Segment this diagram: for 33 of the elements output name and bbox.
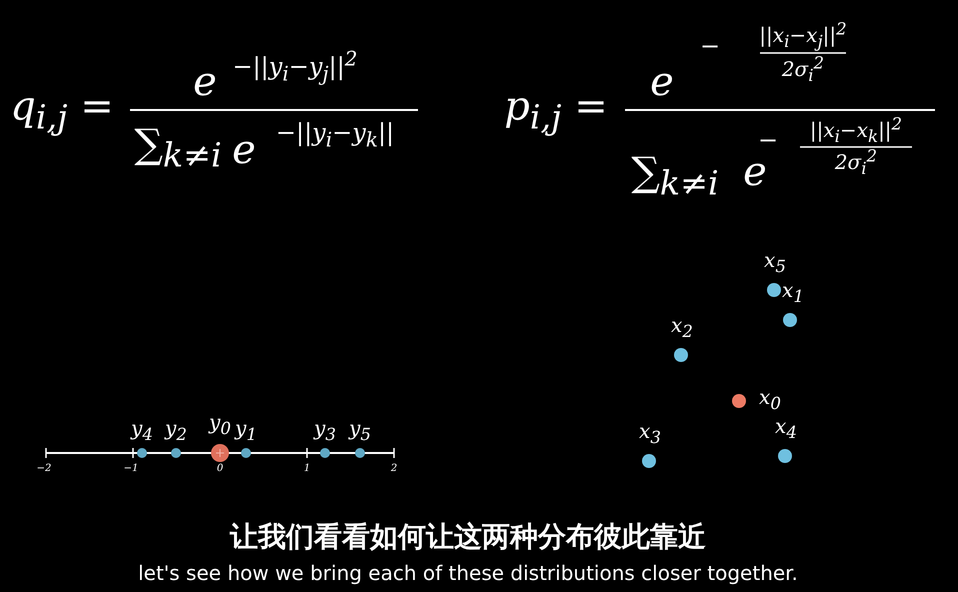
formula-text: ∑$_{k≠i}$ <box>134 124 222 172</box>
formula-text: e <box>232 130 256 170</box>
point-label: y$_{2}$ <box>165 418 187 444</box>
formula-text: −||y$_{i}$−y$_{j}$||$^{2}$ <box>232 48 358 84</box>
formula-text: − <box>700 34 720 58</box>
point-label: x$_{5}$ <box>764 250 786 276</box>
point-label: y$_{1}$ <box>235 418 257 444</box>
point-label: x$_{2}$ <box>671 315 693 341</box>
tick-label: −1 <box>124 464 138 474</box>
formula-text: ||x$_{i}$−x$_{k}$||$^{2}$ <box>810 116 902 146</box>
tick-label: −2 <box>36 464 52 474</box>
formula-text: q$_{i,j}$ = <box>10 86 114 134</box>
point-label: y$_{3}$ <box>314 418 336 444</box>
tick-label: 0 <box>216 464 224 474</box>
subtitle-text: 让我们看看如何让这两种分布彼此靠近 <box>230 523 706 551</box>
point-label: y$_{0}$ <box>209 412 231 438</box>
tick-label: 1 <box>304 464 310 474</box>
point-label: x$_{4}$ <box>775 416 797 442</box>
formula-text: e <box>650 62 674 102</box>
formula-text: −||y$_{i}$−y$_{k}$|| <box>276 120 394 150</box>
formula-text: ||x$_{i}$−x$_{j}$||$^{2}$ <box>759 21 847 51</box>
formula-text: e <box>743 152 767 192</box>
point-label: x$_{1}$ <box>782 280 804 306</box>
formula-text: − <box>758 128 778 152</box>
formula-text: ∑$_{k≠i}$ <box>631 152 719 200</box>
point-label: x$_{3}$ <box>639 421 661 447</box>
formula-text: p$_{i,j}$ = <box>504 86 608 134</box>
tick-label: 2 <box>390 464 398 474</box>
point-label: y$_{4}$ <box>131 418 153 444</box>
formula-text: e <box>193 62 217 102</box>
point-label: x$_{0}$ <box>759 387 781 413</box>
point-label: y$_{5}$ <box>349 418 371 444</box>
subtitle-text: let's see how we bring each of these distributions closer together. <box>138 563 798 583</box>
